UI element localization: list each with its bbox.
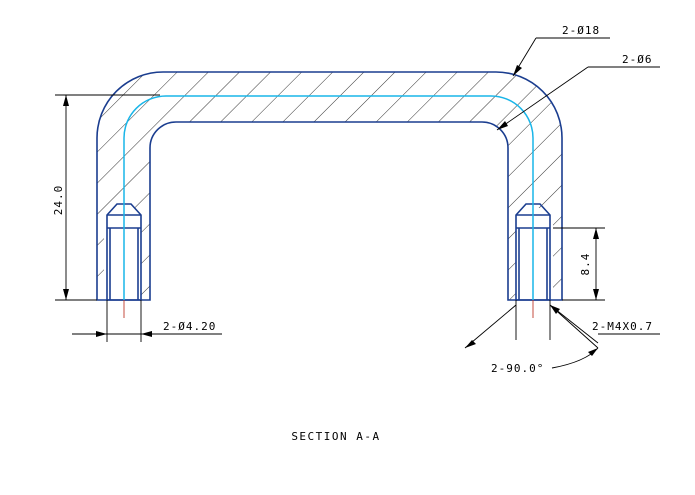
- bar-diameter-label: 2-Ø18: [562, 24, 600, 37]
- height-label: 24.0: [52, 185, 65, 216]
- section-title: SECTION A-A: [291, 430, 380, 443]
- angle-label: 2-90.0°: [491, 362, 544, 375]
- angle-callout: 2-90.0°: [464, 304, 599, 375]
- thread-depth-label: 8.4: [579, 253, 592, 276]
- bend-diameter-callout: 2-Ø6: [496, 53, 660, 131]
- thread-depth-dimension: 8.4: [553, 227, 605, 301]
- thread-spec-label: 2-M4X0.7: [592, 320, 653, 333]
- bar-diameter-callout: 2-Ø18: [512, 24, 610, 77]
- handle-section: [96, 71, 563, 301]
- centerline: [123, 95, 534, 300]
- hole-diameter-dimension: 2-Ø4.20: [72, 300, 222, 342]
- bend-diameter-label: 2-Ø6: [622, 53, 653, 66]
- thread-spec-callout: 2-M4X0.7: [515, 300, 660, 344]
- height-dimension: 24.0: [52, 94, 160, 301]
- handle-outline: [96, 71, 563, 301]
- hole-diameter-label: 2-Ø4.20: [163, 320, 216, 333]
